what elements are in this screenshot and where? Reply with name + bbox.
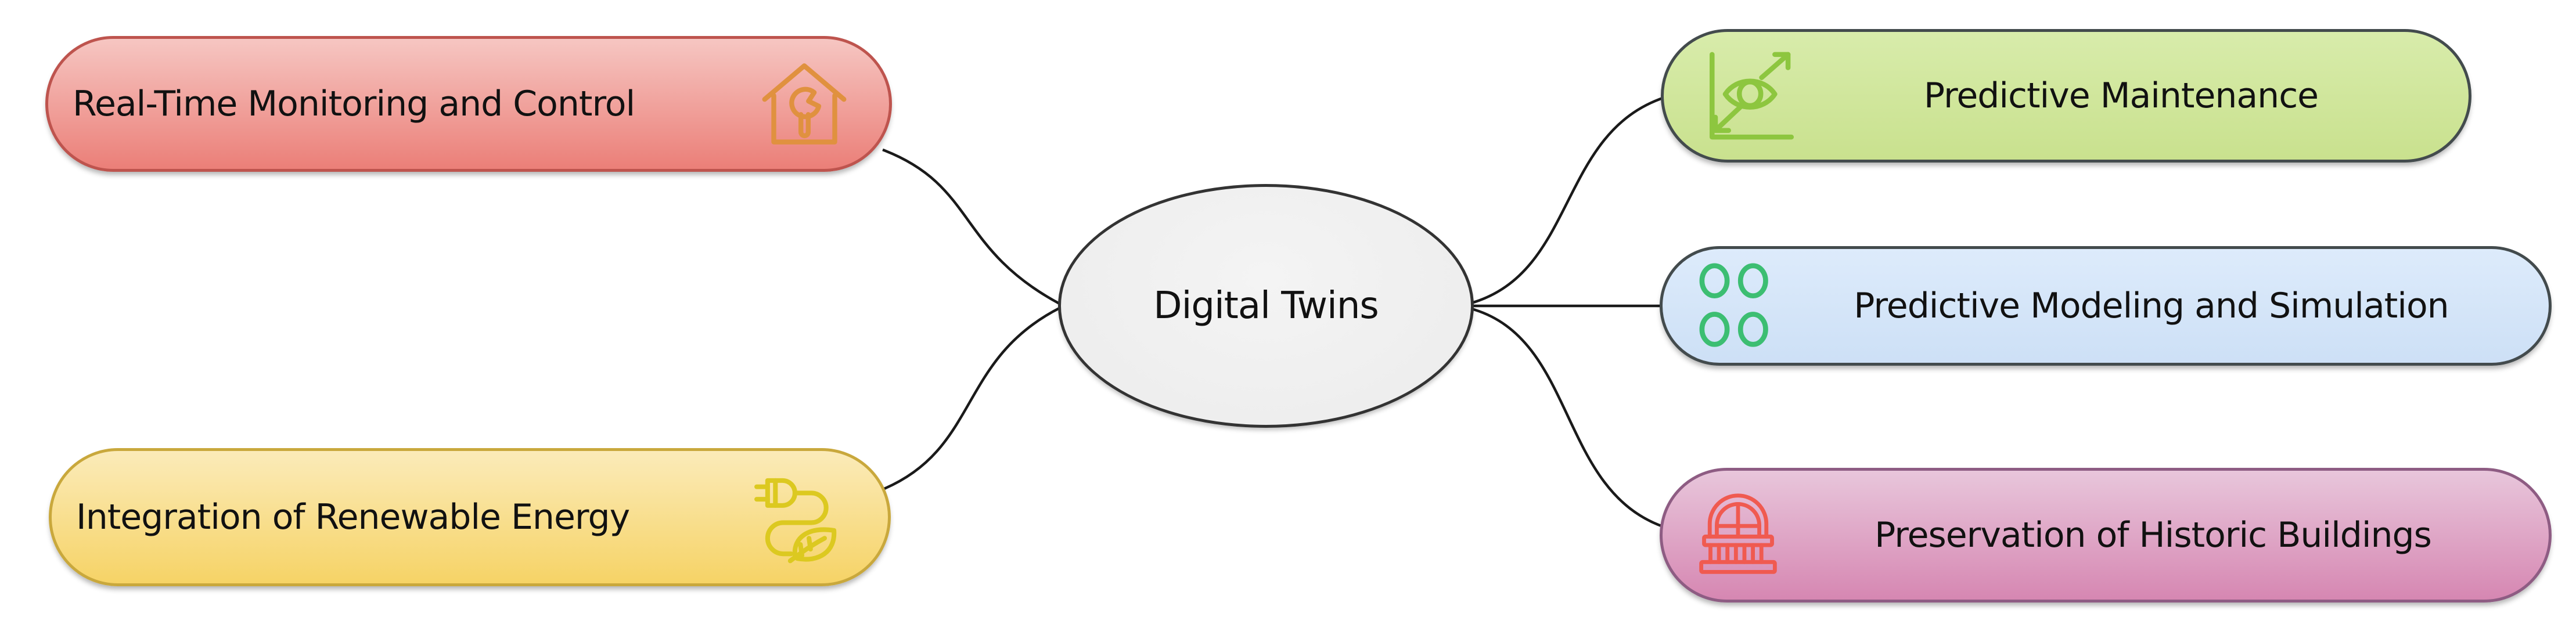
node-label: Predictive Modeling and Simulation (1854, 286, 2449, 326)
node-label: Predictive Maintenance (1923, 75, 2319, 116)
plug-leaf-icon (752, 467, 852, 567)
edge-renewable-center (881, 306, 1062, 492)
node-digital-twins-center: Digital Twins (1058, 184, 1474, 428)
chart-eye-icon (1694, 43, 1800, 149)
edge-center-preservation (1471, 307, 1665, 529)
house-wrench-icon (755, 52, 853, 156)
node-predictive-modeling-and-simulation: Predictive Modeling and Simulation (1660, 246, 2552, 366)
four-circles-icon (1693, 257, 1780, 355)
edge-realtime-center (882, 148, 1062, 305)
node-real-time-monitoring-and-control: Real-Time Monitoring and Control (45, 36, 892, 172)
node-label: Real-Time Monitoring and Control (73, 84, 635, 124)
node-label: Integration of Renewable Energy (76, 497, 630, 537)
arched-window-icon (1693, 481, 1783, 589)
node-label: Preservation of Historic Buildings (1875, 515, 2432, 555)
node-preservation-of-historic-buildings: Preservation of Historic Buildings (1660, 468, 2552, 602)
node-predictive-maintenance: Predictive Maintenance (1661, 29, 2471, 163)
node-integration-of-renewable-energy: Integration of Renewable Energy (49, 448, 891, 586)
edge-center-maintenance (1471, 96, 1665, 305)
center-node-label: Digital Twins (1153, 284, 1379, 327)
